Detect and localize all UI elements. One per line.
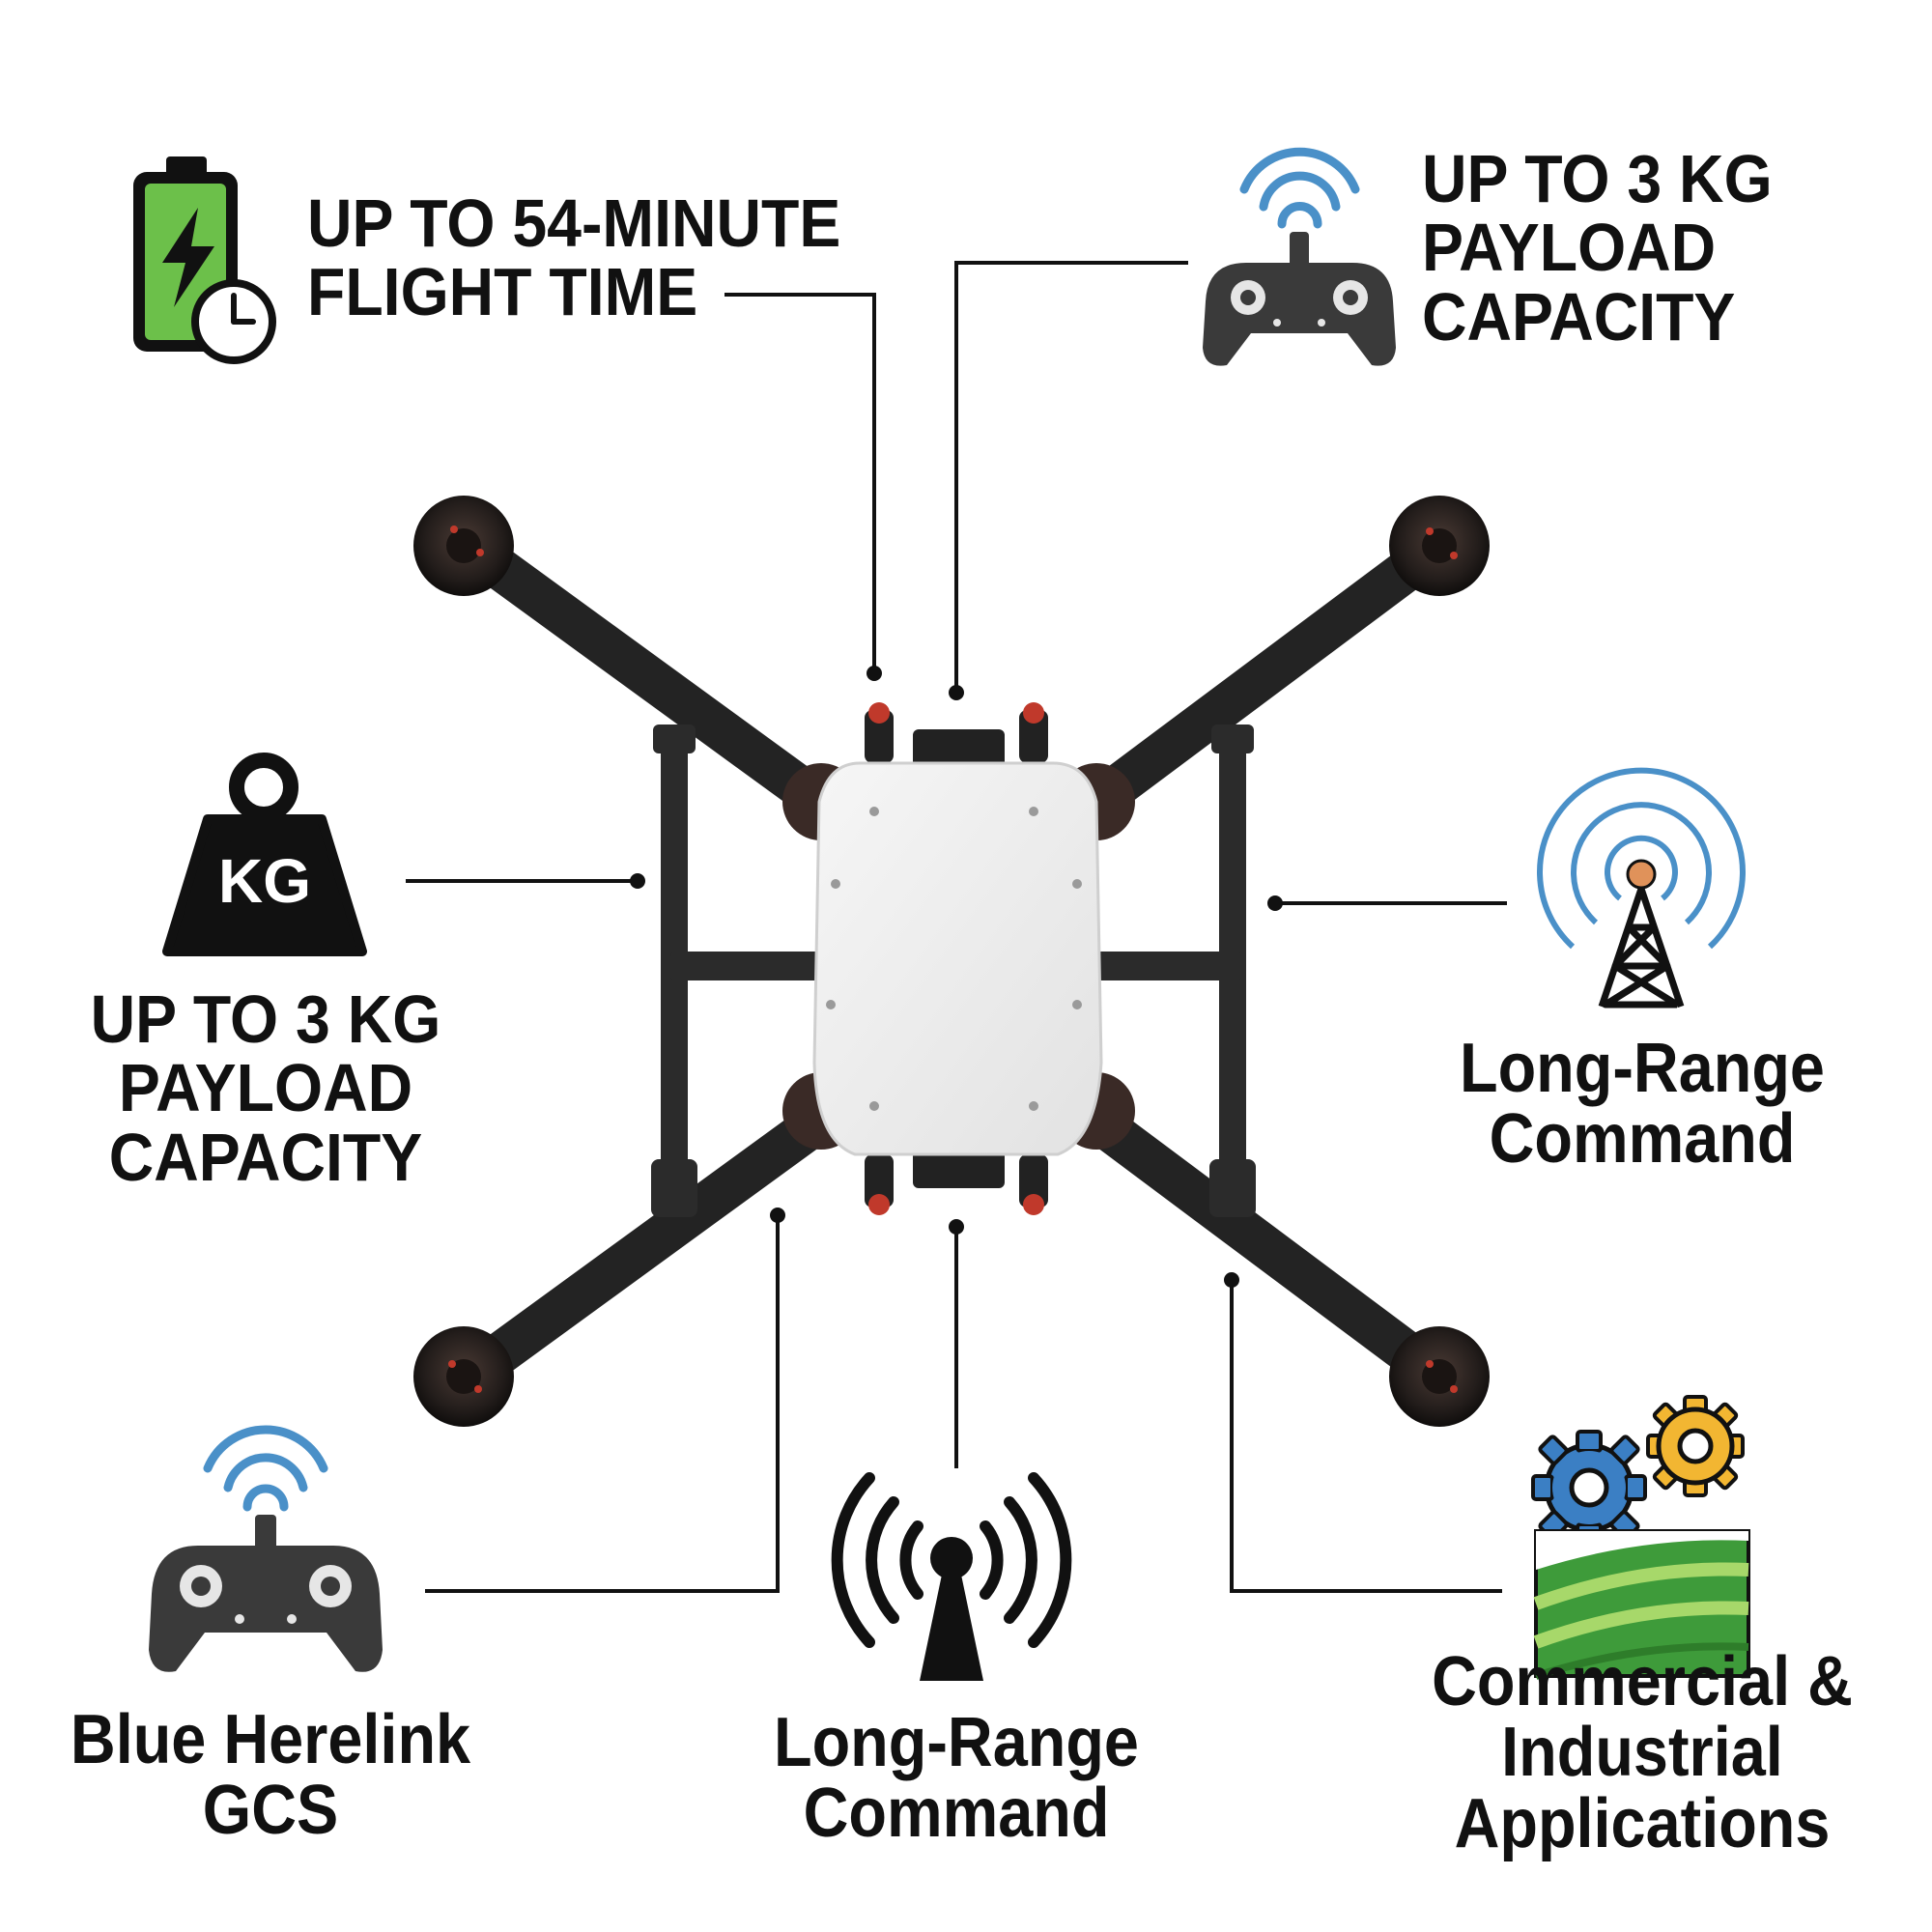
callout-payload-top: UP TO 3 KG PAYLOAD CAPACITY: [1422, 141, 1773, 355]
leader-applications: [1230, 1280, 1502, 1593]
drone-illustration: [413, 496, 1490, 1427]
motor-front-right: [1389, 496, 1490, 596]
callout-line: UP TO 54-MINUTE: [307, 185, 841, 261]
callout-line: PAYLOAD: [118, 1050, 413, 1126]
leader-lines: [406, 261, 1507, 1593]
callout-line: PAYLOAD: [1422, 210, 1717, 286]
callout-payload-left: UP TO 3 KG PAYLOAD CAPACITY: [74, 981, 457, 1195]
callout-line: Command: [1489, 1100, 1796, 1179]
remote-controller-wifi-icon-top: [1203, 147, 1396, 366]
leader-flight-time: [724, 293, 876, 671]
callout-line: FLIGHT TIME: [307, 254, 698, 330]
drone-body: [812, 761, 1103, 1156]
landing-gear: [651, 724, 1256, 1217]
battery-clock-icon: [133, 156, 276, 364]
leader-dots: [630, 666, 1283, 1288]
gear-blue-icon: [1531, 1430, 1647, 1546]
body-connectors: [865, 702, 1048, 1215]
callout-applications: Commercial & Industrial Applications: [1416, 1643, 1868, 1862]
callout-line: Industrial: [1501, 1714, 1783, 1792]
gears-field-icon: [1531, 1395, 1750, 1680]
motor-front-left: [413, 496, 514, 596]
gear-yellow-icon: [1646, 1395, 1745, 1497]
callout-line: Command: [803, 1775, 1110, 1853]
remote-controller-wifi-icon-bottom: [149, 1425, 383, 1672]
arm-rear-left: [447, 1070, 881, 1398]
callout-line: CAPACITY: [108, 1119, 423, 1195]
kg-weight-icon: [162, 753, 367, 956]
callout-line: GCS: [202, 1772, 339, 1850]
broadcast-antenna-icon: [831, 1472, 1072, 1681]
callout-line: Applications: [1454, 1784, 1831, 1862]
radio-tower-icon: [1537, 767, 1746, 1009]
field-icon: [1533, 1529, 1750, 1680]
leader-payload-top: [954, 261, 1188, 691]
kg-badge-text: KG: [218, 846, 311, 916]
callout-line: UP TO 3 KG: [1422, 141, 1773, 216]
callout-line: Blue Herelink: [70, 1701, 471, 1778]
callout-long-range-bottom: Long-Range Command: [765, 1704, 1148, 1853]
callout-line: Long-Range: [1460, 1030, 1825, 1107]
callout-long-range-right: Long-Range Command: [1451, 1030, 1833, 1179]
motor-rear-left: [413, 1326, 514, 1427]
callout-line: UP TO 3 KG: [90, 981, 441, 1057]
callout-gcs: Blue Herelink GCS: [62, 1701, 479, 1850]
callout-line: CAPACITY: [1422, 278, 1736, 355]
leader-gcs: [425, 1215, 780, 1593]
callout-flight-time: UP TO 54-MINUTE FLIGHT TIME: [307, 185, 841, 330]
callout-line: Long-Range: [774, 1704, 1139, 1781]
callout-line: Commercial &: [1432, 1643, 1853, 1720]
motor-rear-right: [1389, 1326, 1490, 1427]
